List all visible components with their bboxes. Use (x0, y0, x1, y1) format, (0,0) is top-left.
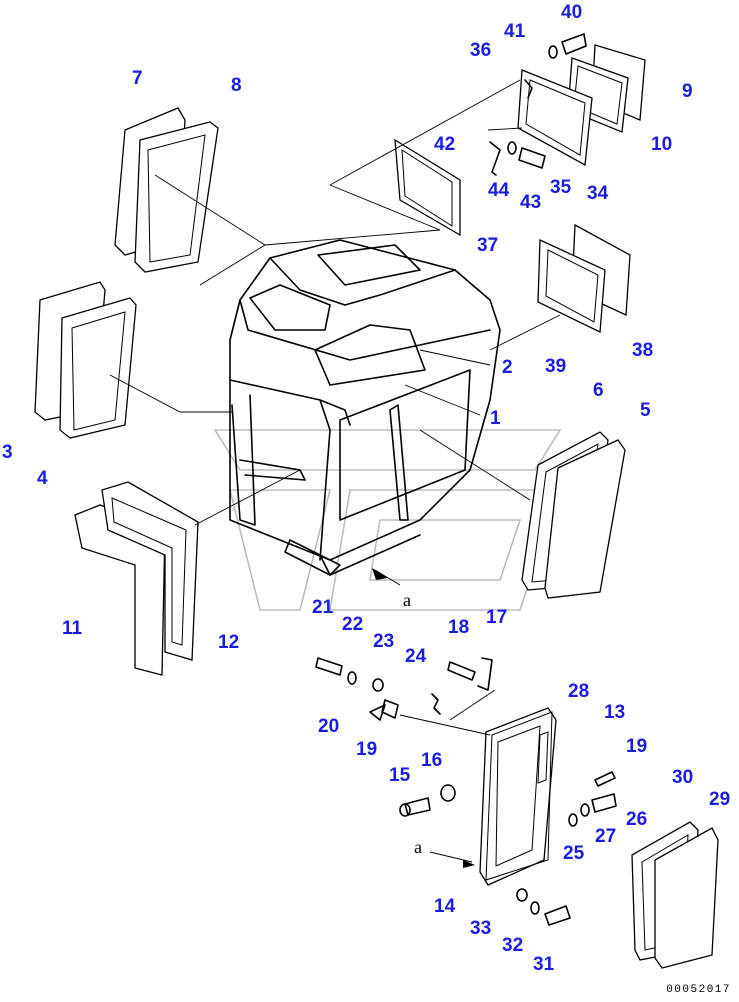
part-43-bolt (518, 147, 546, 169)
part-33-washer (516, 888, 528, 902)
part-12-seal (101, 481, 199, 661)
callout-41: 41 (504, 21, 526, 42)
part-28-seal (485, 711, 553, 881)
callout-22: 22 (342, 614, 363, 635)
part-15-knob (399, 797, 431, 817)
drawing-code: 00052017 (666, 984, 731, 996)
part-20-latch (381, 699, 399, 719)
callout-42: 42 (434, 134, 455, 155)
view-arrows (372, 568, 475, 868)
callout-32: 32 (502, 935, 523, 956)
part-40-bolt (561, 33, 587, 55)
part-22-washer (347, 671, 357, 685)
callout-20: 20 (318, 716, 339, 737)
part-17-bracket (477, 657, 493, 691)
callout-9: 9 (682, 81, 693, 102)
part-19-pin (369, 704, 386, 721)
callout-6: 6 (593, 380, 604, 401)
callout-40: 40 (561, 2, 582, 23)
callout-15: 15 (389, 765, 411, 786)
callout-44: 44 (488, 180, 510, 201)
callout-21: 21 (312, 597, 334, 618)
callout-3: 3 (2, 442, 13, 463)
part-34-frame (517, 69, 593, 167)
part-26-bolt (591, 793, 617, 813)
callout-8: 8 (231, 75, 242, 96)
callout-12: 12 (218, 632, 239, 653)
callout-25: 25 (563, 843, 585, 864)
part-4-seal (59, 297, 137, 439)
part-31-bolt (544, 905, 571, 926)
callout-23: 23 (373, 631, 394, 652)
leader-lines (109, 79, 561, 863)
part-5-glass (544, 439, 626, 599)
part-42-bracket (489, 141, 501, 176)
callout-38: 38 (632, 340, 653, 361)
callout-33: 33 (470, 918, 491, 939)
callout-4: 4 (37, 468, 48, 489)
part-23-washer (372, 678, 384, 692)
callout-30: 30 (672, 767, 693, 788)
part-29-glass (654, 827, 719, 969)
callout-16: 16 (421, 750, 442, 771)
part-36-clip (524, 79, 533, 99)
part-18-bolt (447, 661, 476, 681)
part-16-nut (440, 784, 456, 802)
callout-7: 7 (132, 68, 143, 89)
part-44-washer (507, 141, 517, 155)
callout-28: 28 (568, 681, 589, 702)
detail-arrow-label: a (414, 837, 422, 857)
callout-27: 27 (595, 826, 616, 847)
callout-18: 18 (448, 617, 469, 638)
callout-14: 14 (434, 896, 456, 917)
callout-31: 31 (533, 954, 555, 975)
callout-19b: 19 (626, 736, 647, 757)
callout-10: 10 (651, 134, 672, 155)
callout-37: 37 (477, 235, 498, 256)
watermark-logo (213, 429, 562, 611)
part-8-seal (134, 121, 219, 273)
part-37-seal (394, 138, 461, 237)
callout-13: 13 (604, 702, 625, 723)
part-39-seal (537, 238, 606, 333)
callout-29: 29 (709, 789, 730, 810)
callout-17: 17 (486, 607, 507, 628)
callout-24: 24 (405, 646, 427, 667)
part-27-washer (580, 803, 590, 817)
callout-43: 43 (520, 192, 541, 213)
part-32-washer (530, 901, 540, 915)
callout-5: 5 (640, 400, 651, 421)
callout-36: 36 (470, 40, 491, 61)
part-24-spring (431, 693, 441, 715)
cab-body (229, 239, 501, 576)
callout-11: 11 (62, 618, 83, 639)
part-41-washer (548, 45, 558, 59)
callout-1: 1 (490, 408, 501, 429)
part-25-washer (568, 813, 578, 827)
callout-39: 39 (545, 356, 566, 377)
callout-19a: 19 (356, 739, 377, 760)
callout-34: 34 (587, 183, 609, 204)
part-19b-pin (594, 771, 616, 787)
part-21-bolt (315, 657, 343, 676)
callout-26: 26 (626, 809, 647, 830)
callout-2: 2 (502, 357, 513, 378)
callout-35: 35 (550, 177, 572, 198)
view-arrow-label: a (403, 590, 411, 610)
part-13-door (479, 707, 557, 886)
